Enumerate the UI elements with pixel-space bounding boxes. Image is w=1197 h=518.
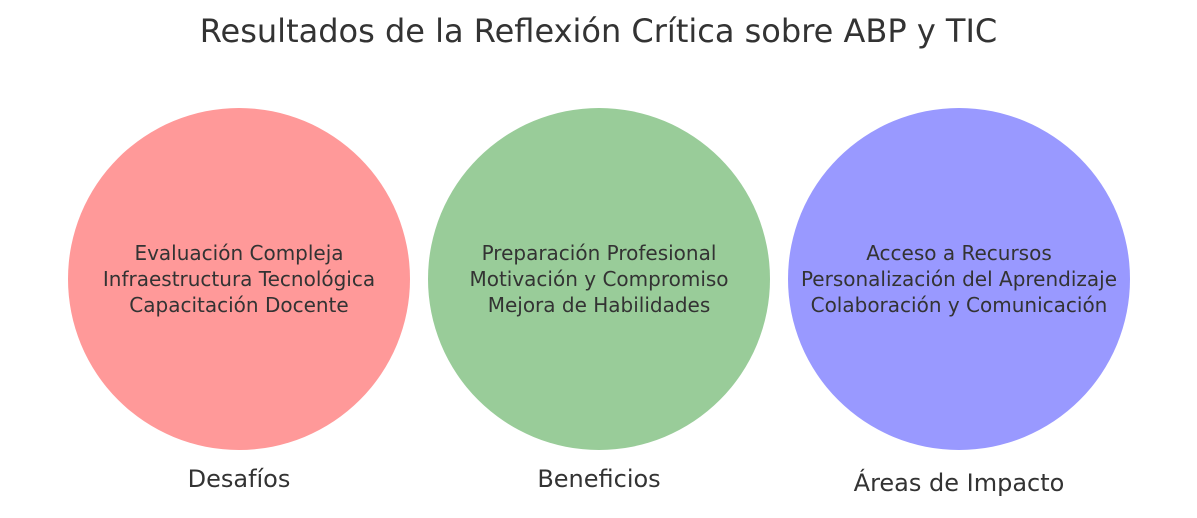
circle-beneficios-items: Preparación Profesional Motivación y Com… [469, 240, 728, 318]
circle-label-areas-de-impacto: Áreas de Impacto [853, 469, 1065, 497]
circle-item: Motivación y Compromiso [469, 267, 729, 291]
circle-label-beneficios: Beneficios [537, 465, 661, 493]
circle-item: Personalización del Aprendizaje [800, 267, 1118, 291]
circle-areas-de-impacto-items: Acceso a Recursos Personalización del Ap… [801, 240, 1117, 318]
circle-item: Preparación Profesional [481, 241, 717, 265]
circle-item: Infraestructura Tecnológica [102, 267, 376, 291]
circle-label-desafios: Desafíos [187, 465, 291, 493]
diagram-title: Resultados de la Reflexión Crítica sobre… [199, 12, 998, 50]
circle-item: Colaboración y Comunicación [810, 293, 1108, 317]
circle-desafios: Evaluación Compleja Infraestructura Tecn… [68, 108, 410, 450]
circle-item: Mejora de Habilidades [487, 293, 711, 317]
circle-item: Acceso a Recursos [866, 241, 1052, 265]
circle-item: Capacitación Docente [129, 293, 349, 317]
circle-areas-de-impacto: Acceso a Recursos Personalización del Ap… [788, 108, 1130, 450]
circle-beneficios: Preparación Profesional Motivación y Com… [428, 108, 770, 450]
circle-item: Evaluación Compleja [134, 241, 344, 265]
circle-desafios-items: Evaluación Compleja Infraestructura Tecn… [103, 240, 375, 318]
